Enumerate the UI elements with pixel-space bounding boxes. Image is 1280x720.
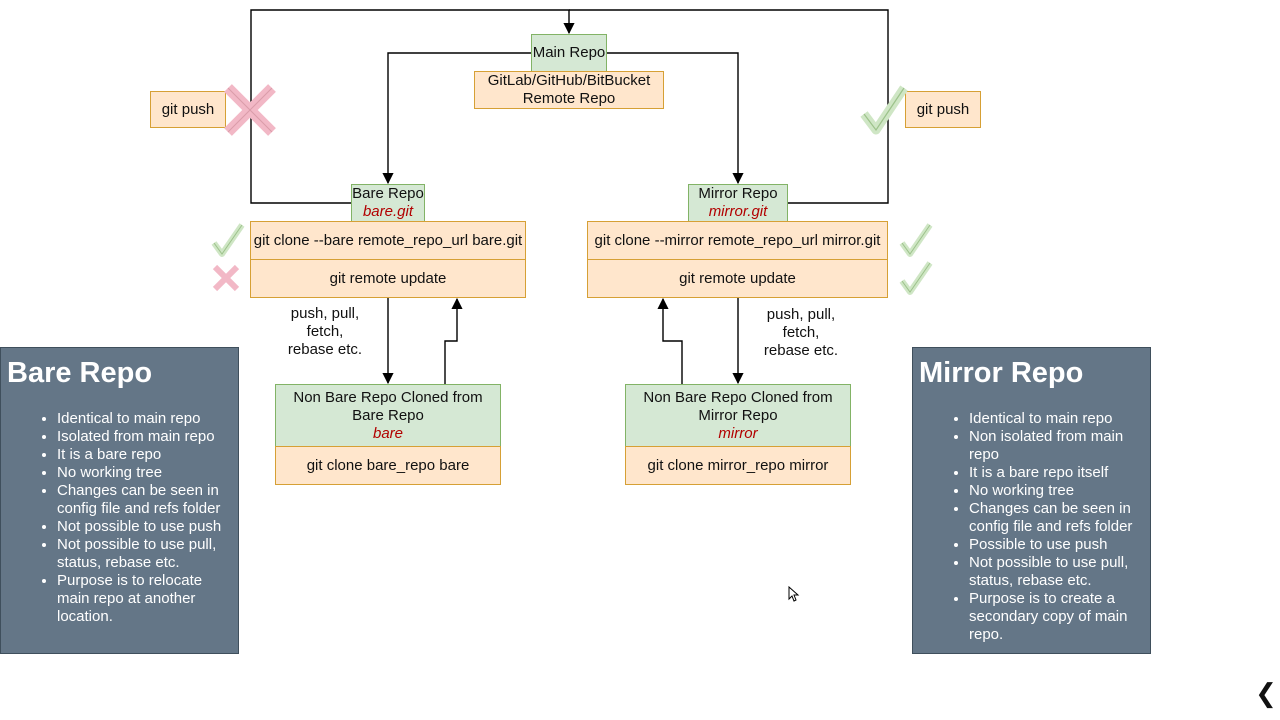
list-item: It is a bare repo [57, 446, 232, 464]
bare-clone-text: git clone --bare remote_repo_url bare.gi… [253, 231, 523, 249]
check-icon [860, 85, 908, 135]
mirror-child-command: git clone mirror_repo mirror [625, 446, 851, 485]
mirror-clone-text: git clone --mirror remote_repo_url mirro… [594, 231, 881, 249]
list-item: Purpose is to relocate main repo at anot… [57, 572, 232, 626]
mirror-panel-heading: Mirror Repo [919, 357, 1084, 389]
mirror-child-node: Non Bare Repo Cloned from Mirror Repo mi… [625, 384, 851, 447]
nav-glyph[interactable]: ❮ [1255, 677, 1277, 708]
list-item: Changes can be seen in config file and r… [57, 482, 232, 518]
chevron-left-icon[interactable]: ❮ [1255, 676, 1277, 710]
cross-icon [212, 264, 240, 292]
list-item: Identical to main repo [57, 410, 232, 428]
list-item: Changes can be seen in config file and r… [969, 500, 1144, 536]
mirror-ops-label: push, pull, fetch, rebase etc. [763, 306, 839, 359]
bare-push-label: git push [161, 100, 215, 118]
bare-child-command: git clone bare_repo bare [275, 446, 501, 485]
list-item: Isolated from main repo [57, 428, 232, 446]
mirror-update-command: git remote update [587, 259, 888, 298]
list-item: Non isolated from main repo [969, 428, 1144, 464]
main-repo-node: Main Repo [531, 34, 607, 72]
list-item: No working tree [57, 464, 232, 482]
list-item: Not possible to use pull, status, rebase… [57, 536, 232, 572]
main-repo-title: Main Repo [532, 44, 606, 61]
bare-child-title: Non Bare Repo Cloned from Bare Repo [293, 388, 483, 424]
mirror-panel-list: Identical to main repo Non isolated from… [913, 410, 1150, 644]
mirror-child-title: Non Bare Repo Cloned from Mirror Repo [643, 388, 833, 424]
mouse-cursor-icon [788, 586, 800, 602]
bare-ops-label: push, pull, fetch, rebase etc. [287, 305, 363, 358]
mirror-child-cmd: git clone mirror_repo mirror [647, 456, 829, 474]
bare-panel-heading: Bare Repo [7, 357, 153, 389]
bare-repo-panel: Bare Repo Identical to main repo Isolate… [0, 347, 239, 654]
bare-panel-list: Identical to main repo Isolated from mai… [1, 410, 238, 626]
list-item: Possible to use push [969, 536, 1144, 554]
bare-push-box: git push [150, 91, 226, 128]
bare-repo-node: Bare Repo bare.git [351, 184, 425, 222]
list-item: Purpose is to create a secondary copy of… [969, 590, 1144, 644]
bare-repo-file: bare.git [362, 203, 414, 220]
bare-clone-command: git clone --bare remote_repo_url bare.gi… [250, 221, 526, 260]
bare-update-text: git remote update [329, 269, 447, 287]
list-item: Identical to main repo [969, 410, 1144, 428]
mirror-clone-command: git clone --mirror remote_repo_url mirro… [587, 221, 888, 260]
list-item: Not possible to use push [57, 518, 232, 536]
bare-update-command: git remote update [250, 259, 526, 298]
mirror-repo-node: Mirror Repo mirror.git [688, 184, 788, 222]
cross-icon [224, 84, 276, 136]
check-icon [899, 223, 933, 257]
mirror-repo-title: Mirror Repo [698, 185, 778, 202]
main-repo-remote-node: GitLab/GitHub/BitBucket Remote Repo [474, 71, 664, 109]
list-item: No working tree [969, 482, 1144, 500]
mirror-repo-file: mirror.git [708, 203, 768, 220]
check-icon [211, 223, 245, 257]
main-repo-subtitle: GitLab/GitHub/BitBucket Remote Repo [487, 72, 651, 107]
mirror-child-name: mirror [718, 424, 758, 442]
check-icon [899, 261, 933, 295]
list-item: Not possible to use pull, status, rebase… [969, 554, 1144, 590]
list-item: It is a bare repo itself [969, 464, 1144, 482]
mirror-repo-panel: Mirror Repo Identical to main repo Non i… [912, 347, 1151, 654]
mirror-push-label: git push [916, 100, 970, 118]
bare-repo-title: Bare Repo [352, 185, 424, 202]
mirror-push-box: git push [905, 91, 981, 128]
bare-child-node: Non Bare Repo Cloned from Bare Repo bare [275, 384, 501, 447]
bare-child-cmd: git clone bare_repo bare [306, 456, 470, 474]
mirror-update-text: git remote update [679, 269, 796, 287]
bare-child-name: bare [372, 424, 404, 442]
